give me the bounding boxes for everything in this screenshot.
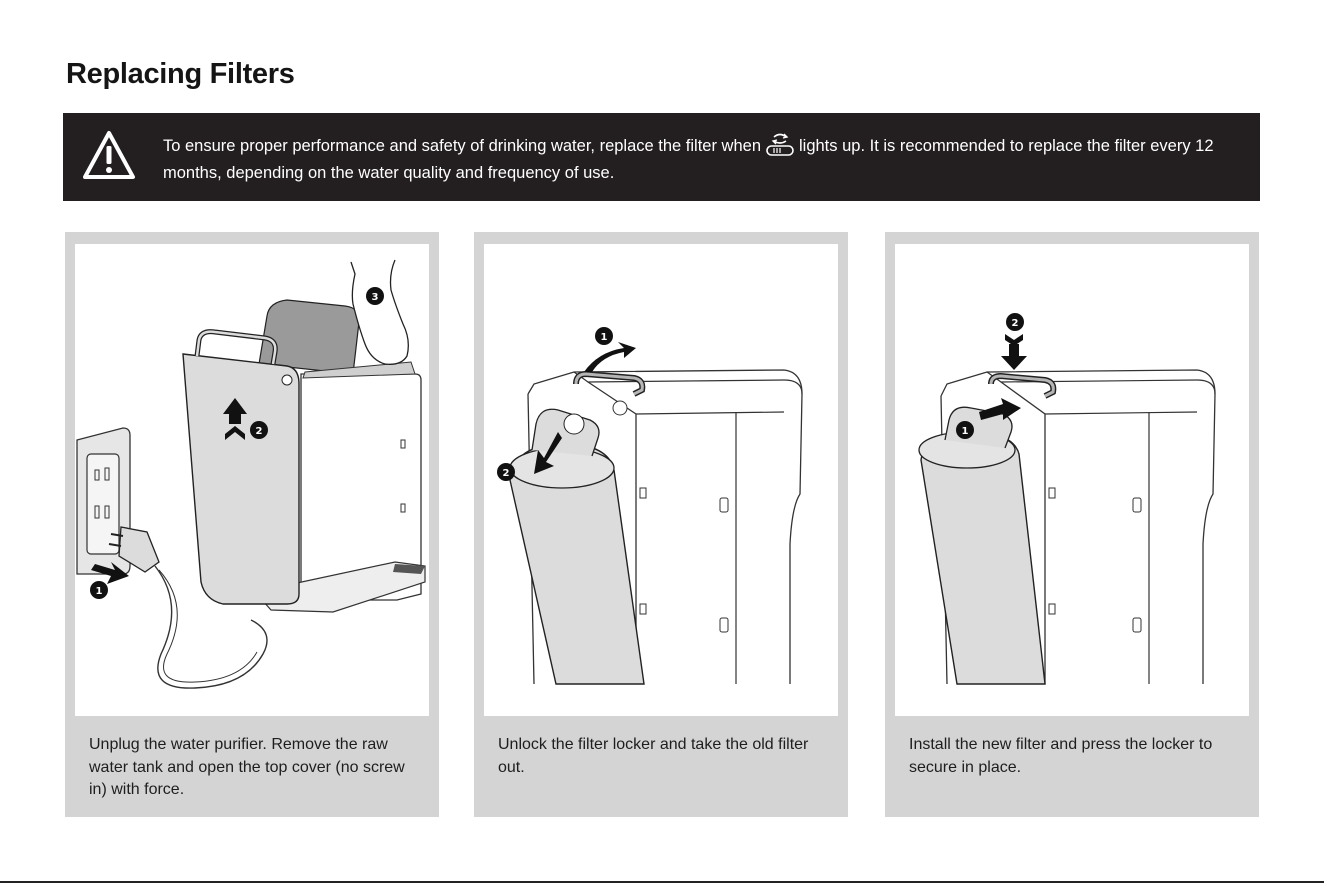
remove-old-filter-illustration: 1 2 [497, 327, 803, 685]
filter-replace-indicator-icon [766, 133, 794, 156]
step-card-3: 1 2 Install the new filter and press the… [885, 232, 1259, 817]
step-1-caption: Unplug the water purifier. Remove the ra… [89, 736, 405, 798]
svg-text:2: 2 [256, 426, 263, 437]
svg-text:2: 2 [1012, 318, 1019, 329]
step-marker-2: 2 [497, 463, 515, 481]
step-2-caption: Unlock the filter locker and take the ol… [498, 736, 809, 776]
warning-text: To ensure proper performance and safety … [163, 131, 1233, 187]
step-card-2: 1 2 Unlock the filter locker and take th… [474, 232, 848, 817]
unplug-and-remove-tank-illustration: 1 2 3 [76, 259, 426, 689]
step-marker-1: 1 [90, 581, 108, 599]
svg-text:1: 1 [962, 426, 969, 437]
svg-text:3: 3 [372, 292, 379, 303]
step-3-caption: Install the new filter and press the loc… [909, 736, 1213, 776]
warning-triangle-icon [83, 131, 135, 179]
step-marker-1: 1 [595, 327, 613, 345]
warning-banner: To ensure proper performance and safety … [63, 113, 1260, 201]
svg-text:2: 2 [503, 468, 510, 479]
svg-text:1: 1 [601, 332, 608, 343]
svg-text:1: 1 [96, 586, 103, 597]
page-title: Replacing Filters [66, 58, 295, 90]
install-new-filter-illustration: 1 2 [918, 313, 1216, 685]
warning-text-part2: lights up. It is recommended to replace … [163, 137, 1214, 182]
step-2-illustration: 1 2 [484, 244, 838, 716]
step-card-1: 1 2 3 Unplug the water purifier. Remove … [65, 232, 439, 817]
step-marker-1: 1 [956, 421, 974, 439]
step-3-illustration: 1 2 [895, 244, 1249, 716]
step-marker-2: 2 [1006, 313, 1024, 331]
bottom-divider [0, 881, 1324, 883]
warning-text-part1: To ensure proper performance and safety … [163, 137, 761, 155]
step-marker-2: 2 [250, 421, 268, 439]
step-1-illustration: 1 2 3 [75, 244, 429, 716]
step-marker-3: 3 [366, 287, 384, 305]
